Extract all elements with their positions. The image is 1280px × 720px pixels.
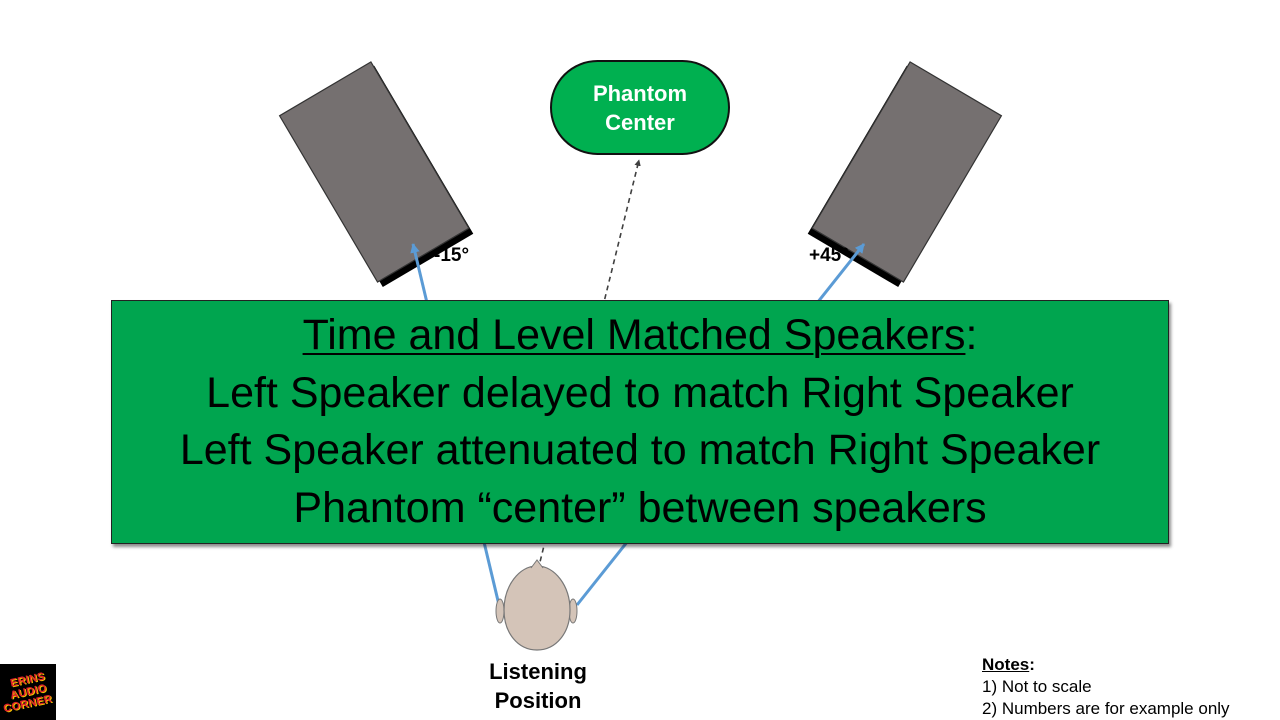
listener-line-1: Listening: [489, 659, 587, 684]
banner-line-phantom: Phantom “center” between speakers: [293, 483, 987, 532]
banner-line-delay: Left Speaker delayed to match Right Spea…: [206, 368, 1074, 417]
notes-title-text: Notes: [982, 655, 1030, 674]
right-speaker: [807, 61, 1003, 288]
listener-head: [495, 559, 578, 651]
banner-heading-colon: :: [965, 311, 978, 359]
listening-position-label: Listening Position: [438, 657, 638, 715]
notes-title: Notes:: [982, 654, 1230, 676]
note-item: 1) Not to scale: [982, 677, 1092, 696]
channel-logo: ERINS AUDIO CORNER: [0, 664, 56, 720]
banner-heading-text: Time and Level Matched Speakers: [302, 311, 966, 359]
banner-line-attenuation: Left Speaker attenuated to match Right S…: [179, 426, 1101, 474]
phantom-line-1: Phantom: [592, 80, 688, 106]
phantom-line-2: Center: [605, 109, 675, 135]
banner-heading: Time and Level Matched Speakers:: [303, 307, 978, 365]
left-angle-label: -15°: [434, 245, 470, 266]
listener-line-2: Position: [494, 688, 582, 713]
notes-box: Notes: 1) Not to scale 2) Numbers are fo…: [982, 654, 1230, 720]
left-speaker: [278, 61, 474, 288]
notes-title-colon: :: [1029, 655, 1035, 674]
right-angle-label: +45°: [809, 245, 849, 266]
note-item: 2) Numbers are for example only: [982, 699, 1230, 718]
summary-banner: Time and Level Matched Speakers: Left Sp…: [111, 300, 1169, 544]
phantom-center-label: Phantom Center: [550, 60, 730, 155]
